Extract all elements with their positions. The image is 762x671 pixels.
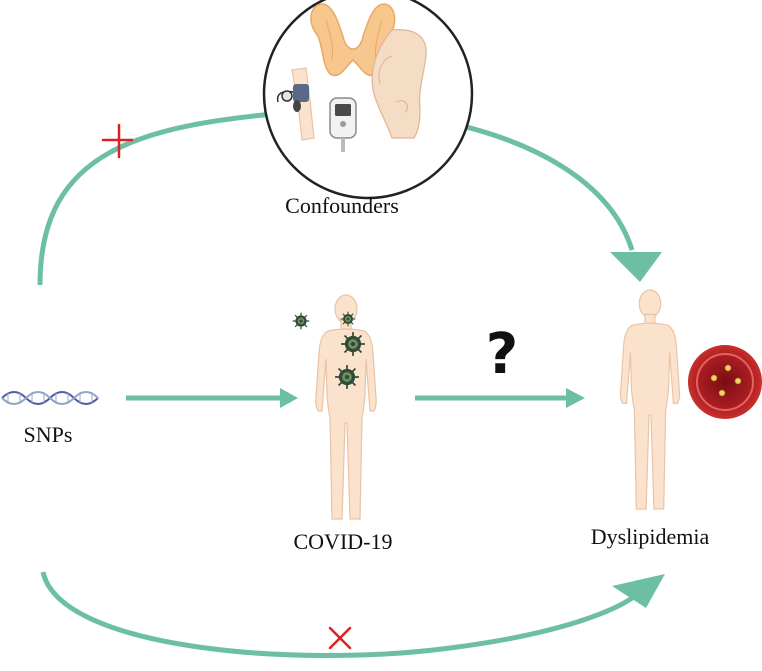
dyslipidemia-body-illustration bbox=[619, 289, 681, 510]
covid-label: COVID-19 bbox=[294, 529, 393, 554]
dyslipidemia-label: Dyslipidemia bbox=[591, 524, 710, 549]
snps-label: SNPs bbox=[24, 422, 73, 447]
obese-torso-icon bbox=[371, 29, 427, 139]
confounders-circle bbox=[262, 0, 474, 200]
thyroid-icon bbox=[310, 3, 396, 77]
blood-vessel-plaque-icon bbox=[688, 345, 762, 419]
arrow-covid-to-dyslipidemia bbox=[415, 388, 585, 408]
blood-pressure-cuff-icon bbox=[276, 67, 315, 141]
arrow-snps-to-covid bbox=[126, 388, 298, 408]
question-mark: ? bbox=[486, 322, 518, 387]
dna-helix-icon bbox=[1, 391, 99, 405]
glucometer-icon bbox=[329, 97, 357, 152]
arrow-snps-to-dyslipidemia-bottom bbox=[40, 571, 665, 658]
confounders-label: Confounders bbox=[285, 193, 399, 218]
arrow-confounders-to-dyslipidemia bbox=[444, 119, 662, 282]
covid-body-illustration bbox=[292, 294, 377, 520]
cross-mark-icon bbox=[328, 626, 352, 650]
plus-mark-icon bbox=[101, 123, 134, 159]
arrow-snps-to-confounders bbox=[37, 109, 296, 286]
